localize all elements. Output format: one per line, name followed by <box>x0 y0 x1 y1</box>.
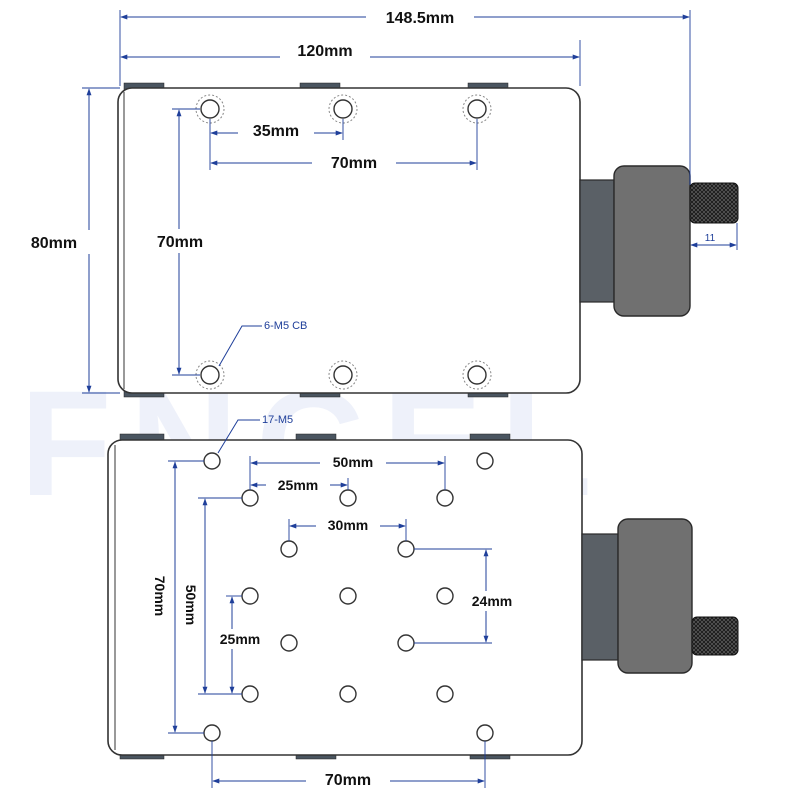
bottom-hole <box>241 489 259 507</box>
top-hole <box>333 365 353 385</box>
bottom-hole <box>397 634 415 652</box>
callout-17-m5: 17-M5 <box>262 414 293 426</box>
top-counterbore <box>195 360 225 390</box>
callout-leader-17m5 <box>217 419 260 454</box>
top-hole <box>467 365 487 385</box>
bottom-hole <box>203 724 221 742</box>
top-hole <box>200 99 220 119</box>
bottom-hole <box>476 724 494 742</box>
dim-label-11: 11 <box>705 233 716 244</box>
callout-6m5-cb: 6-M5 CB <box>264 320 307 332</box>
bottom-hole <box>339 587 357 605</box>
dim-label-30-horizontal: 30mm <box>328 517 368 533</box>
bottom-actuator-cylinder <box>617 518 693 674</box>
dim-label-148-5: 148.5mm <box>386 10 455 27</box>
top-view: 148.5mm 120mm 80mm 70mm 35mm 70mm 11 <box>18 6 739 398</box>
top-actuator-cylinder <box>613 165 691 317</box>
bottom-hole <box>241 587 259 605</box>
top-hole <box>467 99 487 119</box>
dim-label-80: 80mm <box>31 235 77 252</box>
bottom-hole <box>339 489 357 507</box>
bottom-hole <box>397 540 415 558</box>
dim-label-70-vertical: 70mm <box>157 234 203 251</box>
bottom-hole <box>436 489 454 507</box>
bottom-hole <box>476 452 494 470</box>
bottom-hole <box>436 587 454 605</box>
dim-label-70-horizontal-bottom: 70mm <box>325 772 371 789</box>
dim-label-120: 120mm <box>297 43 352 60</box>
bottom-hole <box>339 685 357 703</box>
top-knurled-knob <box>689 182 739 224</box>
bottom-view: 17-M5 50mm 25mm 30mm 24mm 70mm 50mm <box>107 414 739 790</box>
bottom-hole <box>280 540 298 558</box>
bottom-hole <box>241 685 259 703</box>
dim-label-25-vertical: 25mm <box>220 631 260 647</box>
bottom-hole <box>203 452 221 470</box>
top-counterbore <box>328 360 358 390</box>
top-hole <box>200 365 220 385</box>
bottom-knurled-knob <box>691 616 739 656</box>
dim-label-25-horizontal: 25mm <box>278 477 318 493</box>
dim-label-24-vertical: 24mm <box>472 593 512 609</box>
dim-label-35: 35mm <box>253 123 299 140</box>
dim-label-50-horizontal: 50mm <box>333 454 373 470</box>
bottom-hole <box>280 634 298 652</box>
top-counterbore <box>462 360 492 390</box>
bottom-hole <box>436 685 454 703</box>
callout-leader-6m5 <box>218 325 262 367</box>
top-actuator-body <box>579 179 615 303</box>
dim-label-70-vertical-bottom: 70mm <box>152 576 168 616</box>
top-hole <box>333 99 353 119</box>
bottom-actuator-body <box>581 533 619 661</box>
dim-label-50-vertical: 50mm <box>183 585 199 625</box>
dim-label-70-horizontal: 70mm <box>331 155 377 172</box>
